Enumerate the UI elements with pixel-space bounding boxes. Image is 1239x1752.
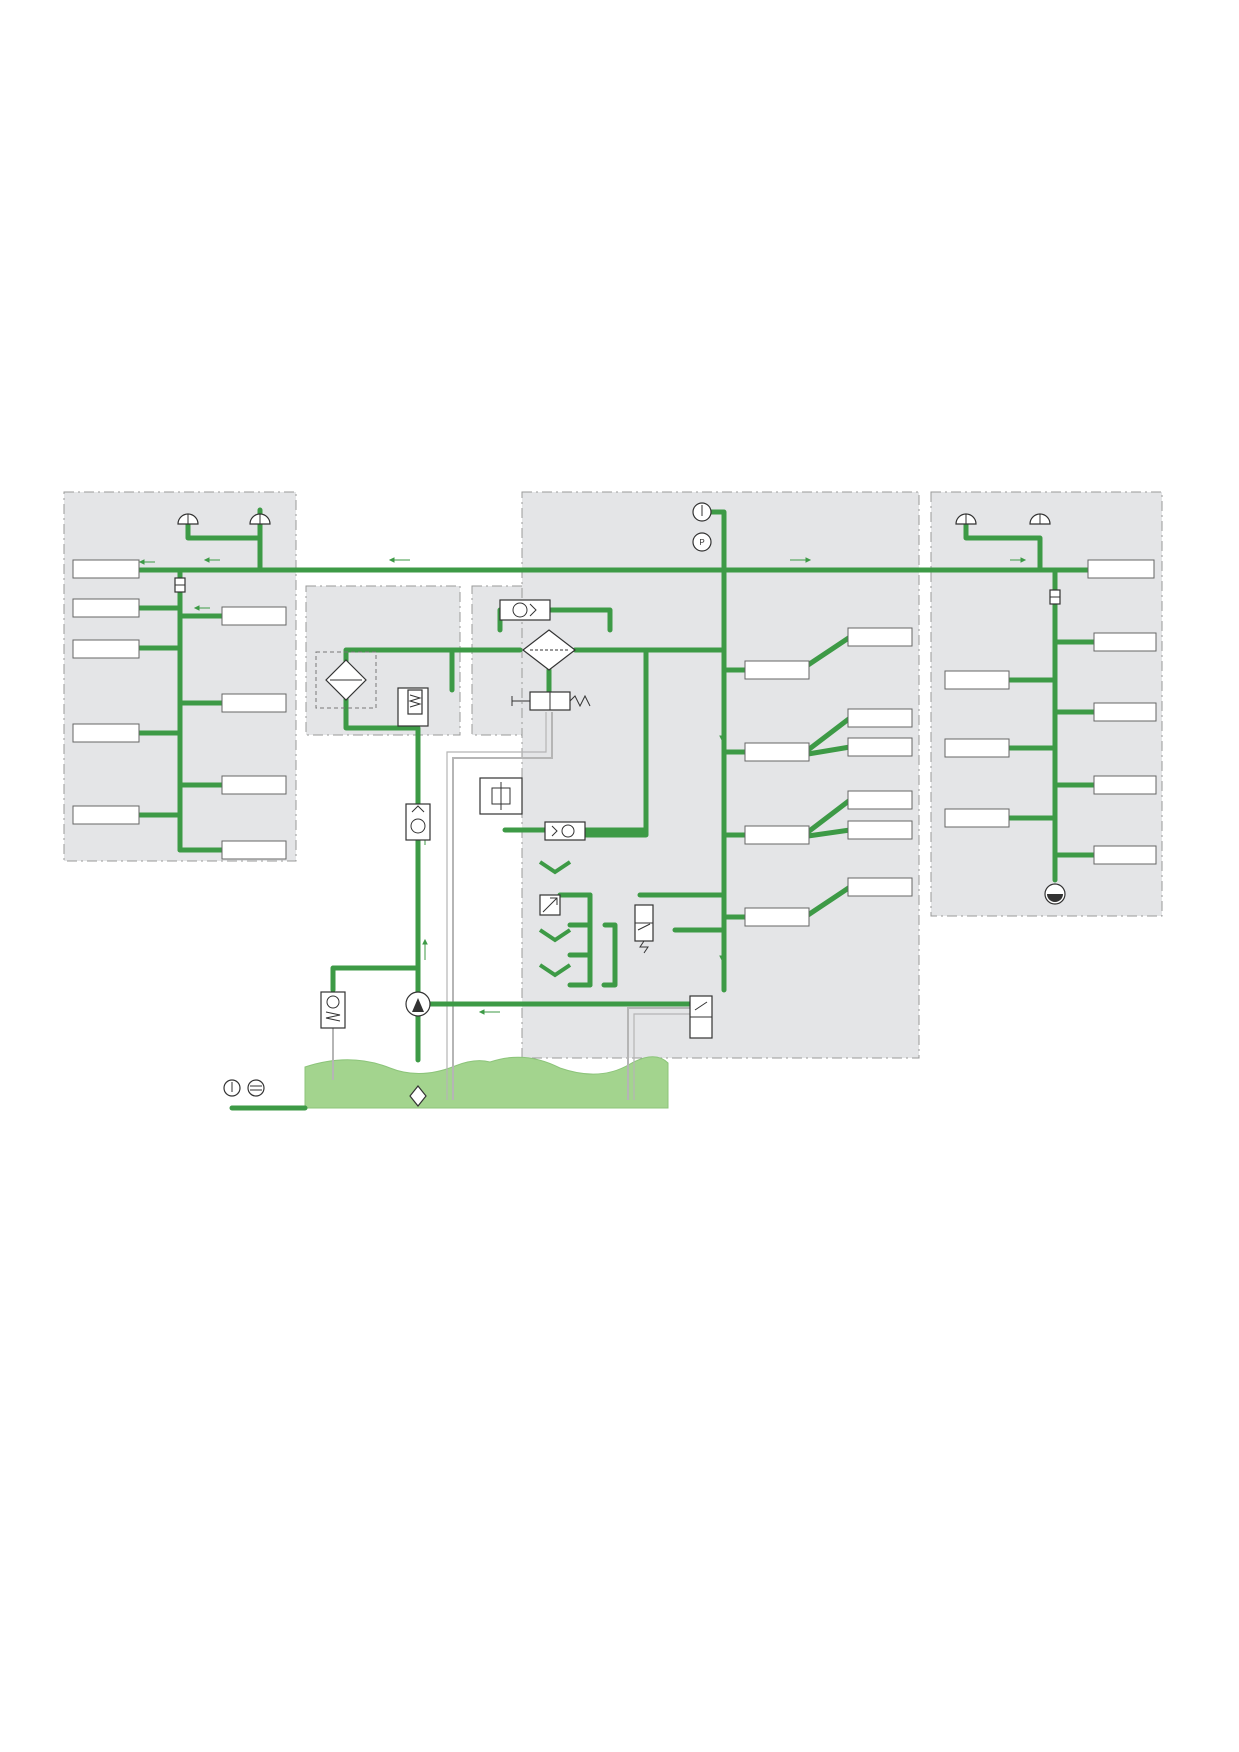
return-line-selector-inner [633, 1013, 690, 1100]
flow-arrow [719, 940, 725, 962]
accumulator-icon [1044, 883, 1066, 905]
return-line-selector [627, 1007, 690, 1100]
dome-gauge-icon [1029, 513, 1051, 525]
center-branch-2a [805, 715, 853, 753]
filter-side-feed [562, 647, 649, 838]
consumer-box-left-r3 [221, 775, 287, 795]
heat-exchanger-icon [315, 651, 377, 709]
return-line-filter [452, 712, 553, 1100]
consumer-box-center-r6 [847, 877, 913, 897]
flow-arrow [422, 938, 428, 960]
center-branch-3a [805, 797, 853, 835]
right-gauges-line [963, 521, 1043, 573]
return-lines [332, 712, 690, 1100]
flow-arrow [138, 559, 155, 565]
sump-thermometer-icon [223, 1079, 241, 1097]
consumer-box-center-r5 [847, 820, 913, 840]
consumer-box-left-r4 [221, 840, 287, 860]
pressure-switch-icon [539, 894, 561, 916]
consumer-box-center-r4 [847, 790, 913, 810]
consumer-box-center-2 [744, 742, 810, 762]
return-line-filter-inner [446, 712, 547, 1100]
oil-sump [304, 1056, 669, 1109]
consumer-box-left-5 [72, 805, 140, 825]
consumer-label-boxes [72, 559, 1157, 927]
strainer-icon [409, 1085, 427, 1107]
flow-arrow [388, 557, 410, 563]
cooler-to-pump-line [343, 687, 421, 1063]
dome-gauge-icon [249, 513, 271, 525]
selector-to-actuators [601, 922, 618, 988]
thermometer-icon [692, 502, 712, 522]
relief-return-line [330, 965, 421, 993]
left-gauges-line [185, 521, 263, 573]
consumer-box-right-r1 [1093, 632, 1157, 652]
thermostatic-valve-icon [397, 687, 429, 727]
flow-arrow [790, 557, 812, 563]
consumer-box-right-r4 [1093, 845, 1157, 865]
flow-arrow [203, 557, 220, 563]
consumer-box-center-3 [744, 825, 810, 845]
pump-icon [405, 991, 431, 1017]
center-branch-4a [805, 884, 853, 918]
check-valve-icon [544, 821, 586, 841]
selector-valve-icon [634, 904, 654, 954]
consumer-box-left-2 [72, 598, 140, 618]
sump-level-indicator-icon [247, 1079, 265, 1097]
consumer-box-left-4 [72, 723, 140, 743]
center-branch-2b [805, 744, 853, 757]
flow-arrow [719, 720, 725, 742]
consumer-box-left-r2 [221, 693, 287, 713]
motor-icon [479, 777, 523, 815]
consumer-box-right-r3 [1093, 775, 1157, 795]
spray-nozzle-icon [538, 860, 572, 978]
consumer-box-center-r2 [847, 708, 913, 728]
hydraulic-symbols: P [174, 502, 1066, 1107]
solenoid-valve-icon [689, 995, 713, 1039]
consumer-box-center-1 [744, 660, 810, 680]
consumer-box-right-top [1087, 559, 1155, 579]
center-branch-1a [805, 634, 853, 668]
center-branch-3b [805, 827, 853, 839]
check-valve-icon [405, 803, 431, 841]
filter-icon [522, 629, 576, 671]
consumer-box-right-r2 [1093, 702, 1157, 722]
consumer-box-left-3 [72, 639, 140, 659]
consumer-box-right-l1 [944, 670, 1010, 690]
flow-indicator-icon [1049, 589, 1061, 605]
pressure-gauge-icon: P [692, 532, 712, 552]
dome-gauge-icon [177, 513, 199, 525]
flow-arrow [478, 1009, 500, 1015]
directional-valve-icon [511, 691, 591, 711]
flow-arrow [193, 605, 210, 611]
dome-gauge-icon [955, 513, 977, 525]
consumer-box-left-r1 [221, 606, 287, 626]
consumer-box-right-l3 [944, 808, 1010, 828]
relief-valve-icon [320, 991, 346, 1029]
flow-arrow [1010, 557, 1027, 563]
flow-indicator-icon [174, 577, 186, 593]
consumer-box-center-r3 [847, 737, 913, 757]
consumer-box-left-1 [72, 559, 140, 579]
region-center-distribution [521, 491, 920, 1059]
check-valve-icon [499, 599, 551, 621]
pressure-gauge-letter: P [699, 538, 704, 547]
regions [63, 491, 1163, 1059]
consumer-box-center-4 [744, 907, 810, 927]
region-cooler-module [305, 585, 461, 736]
consumer-box-center-r1 [847, 627, 913, 647]
consumer-box-right-l2 [944, 738, 1010, 758]
